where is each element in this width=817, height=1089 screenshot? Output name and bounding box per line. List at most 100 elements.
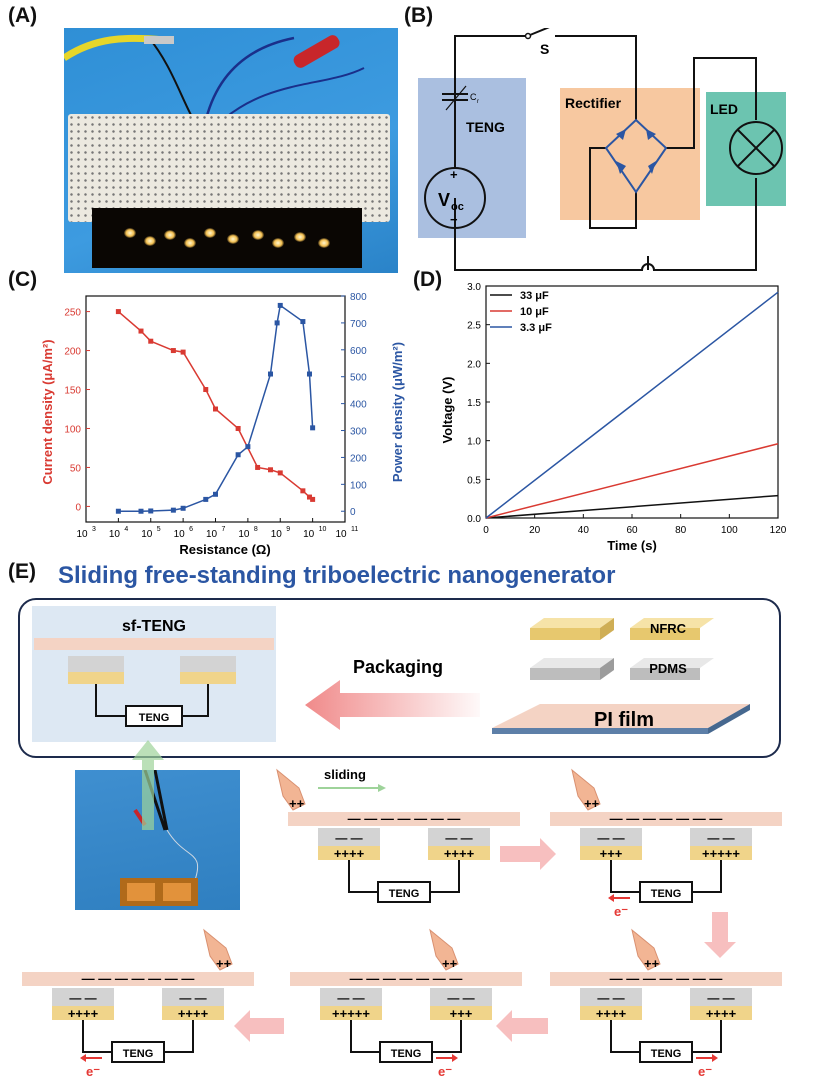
current-density-point — [115, 309, 121, 315]
power-density-point — [203, 496, 209, 502]
power-density-point — [268, 371, 274, 377]
led-symbol — [729, 121, 783, 175]
chart-d-ytick-label: 2.5 — [467, 321, 481, 332]
mechanism-state-3: — — — — — — —— —++++— —++++TENG++e⁻ — [550, 928, 782, 1079]
voc-label: V — [438, 190, 450, 210]
friction-layer — [550, 972, 782, 986]
left-pdms-layer — [318, 828, 380, 846]
right-nfrc-layer — [690, 1006, 752, 1020]
rectifier-label: Rectifier — [565, 95, 622, 111]
finger-icon — [631, 928, 661, 971]
current-density-point — [255, 464, 261, 470]
left-pos-charges: ++++ — [596, 1006, 627, 1021]
chart-c-y2tick-label: 700 — [350, 319, 367, 330]
chart-c-xlabel: Resistance (Ω) — [179, 542, 270, 557]
finger-charges: ++ — [584, 796, 600, 811]
chart-c-xtick-exponent: 9 — [286, 526, 290, 533]
breadboard — [68, 114, 390, 222]
power-density-point — [274, 320, 280, 326]
chart-c-xtick-exponent: 4 — [124, 526, 128, 533]
sliding-label: sliding — [324, 767, 366, 782]
right-nfrc-layer — [430, 1006, 492, 1020]
chart-d-xtick-label: 120 — [770, 525, 787, 536]
legend-3p3uf: 3.3 μF — [520, 322, 552, 334]
mechanism-state-5: — — — — — — —— —++++— —++++TENG++e⁻ — [22, 928, 254, 1079]
panel-label-e: (E) — [8, 560, 36, 583]
power-density-point — [180, 505, 186, 511]
panel-e-title: Sliding free-standing triboelectric nano… — [58, 562, 616, 589]
chart-c-ylabel-left: Current density (μA/m²) — [40, 339, 55, 484]
right-pos-charges: +++ — [450, 1006, 473, 1021]
power-density-point — [277, 302, 283, 308]
finger-icon — [429, 928, 459, 971]
teng-box — [418, 78, 526, 238]
chart-d-ytick-label: 1.0 — [467, 437, 481, 448]
chart-c-xtick-label: 10 — [271, 529, 283, 540]
packaging-arrow — [305, 680, 480, 730]
voltage-line-0 — [485, 494, 779, 519]
legend-10uf: 10 μF — [520, 306, 549, 318]
current-density-point — [138, 328, 144, 334]
chart-d-xlabel: Time (s) — [607, 538, 657, 553]
right-pdms-layer — [690, 828, 752, 846]
right-pdms-layer — [430, 988, 492, 1006]
chart-c-xtick-exponent: 11 — [351, 526, 358, 533]
top-charges: — — — — — — — — [610, 971, 723, 986]
switch-label: S — [540, 41, 549, 57]
sliding-mechanism: sliding — — — — — — —— —++++— —++++TENG+… — [22, 767, 782, 1079]
power-density-point — [306, 371, 312, 377]
step-arrow-1 — [500, 838, 556, 870]
current-density-line — [117, 311, 314, 501]
power-density-point — [138, 508, 144, 514]
chart-c-y2tick-label: 200 — [350, 453, 367, 464]
left-pdms-layer — [580, 988, 642, 1006]
device-photo — [75, 770, 240, 910]
chart-c-y2tick-label: 0 — [350, 507, 356, 518]
right-neg-charges: — — — [179, 991, 206, 1005]
chart-c-ytick-label: 100 — [64, 424, 81, 435]
teng-label: TENG — [466, 119, 505, 135]
left-pos-charges: ++++ — [68, 1006, 99, 1021]
panel-label-b: (B) — [404, 4, 434, 27]
pi-film-label: PI film — [594, 709, 654, 731]
chart-c-y2tick-label: 800 — [350, 292, 367, 303]
chart-c-ytick-label: 0 — [75, 502, 81, 513]
top-charges: — — — — — — — — [350, 971, 463, 986]
right-pos-charges: ++++ — [706, 1006, 737, 1021]
finger-charges: ++ — [289, 796, 305, 811]
finger-icon — [571, 768, 601, 811]
chart-c-xtick-exponent: 7 — [222, 526, 226, 533]
chart-c-y2tick-label: 100 — [350, 480, 367, 491]
lit-leds-strip — [92, 208, 362, 268]
current-density-point — [213, 406, 218, 412]
right-neg-charges: — — — [445, 831, 472, 845]
electron-label: e⁻ — [86, 1064, 100, 1079]
teng-load-label: TENG — [391, 1048, 422, 1060]
left-pos-charges: ++++ — [334, 846, 365, 861]
current-density-point — [170, 348, 176, 354]
left-neg-charges: — — — [597, 991, 624, 1005]
teng-load-box — [639, 1041, 693, 1063]
chart-c-xtick-label: 10 — [174, 529, 186, 540]
chart-d-ytick-label: 2.0 — [467, 359, 481, 370]
left-nfrc-layer — [580, 846, 642, 860]
friction-layer — [288, 812, 520, 826]
chart-c-ytick-label: 50 — [70, 463, 82, 474]
right-nfrc-layer — [162, 1006, 224, 1020]
chart-d-xtick-label: 80 — [675, 525, 687, 536]
chart-d-xtick-label: 100 — [721, 525, 738, 536]
up-arrow — [132, 740, 164, 830]
teng-load-label: TENG — [123, 1048, 154, 1060]
left-nfrc-layer — [318, 846, 380, 860]
right-neg-charges: — — — [707, 991, 734, 1005]
voc-subscript: oc — [451, 201, 464, 213]
step-arrow-2 — [704, 912, 736, 958]
step-arrow-3 — [496, 1010, 548, 1042]
current-density-point — [148, 338, 154, 344]
voltage-source — [424, 167, 486, 229]
right-neg-charges: — — — [447, 991, 474, 1005]
top-charges: — — — — — — — — [610, 811, 723, 826]
electron-label: e⁻ — [614, 904, 628, 919]
voltage-line-2 — [485, 291, 779, 519]
